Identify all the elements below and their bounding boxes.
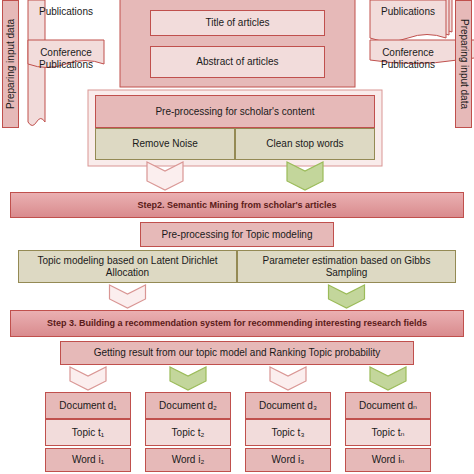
node-label: Parameter estimation based on Gibbs Samp… <box>242 255 451 278</box>
node-label: Word iₙ <box>372 454 405 466</box>
word-box: Word i₃ <box>245 448 331 472</box>
node-label: Document dₙ <box>359 400 417 412</box>
node-label: Word i₃ <box>272 454 305 466</box>
document-stack: Conference Publications <box>370 40 446 84</box>
node-label: Word i₂ <box>172 454 205 466</box>
node-label: Topic modeling based on Latent Dirichlet… <box>23 255 232 278</box>
node-label: Step 3. Building a recommendation system… <box>47 318 427 328</box>
process-box: Remove Noise <box>95 128 235 160</box>
document-box: Document d₃ <box>245 392 331 419</box>
node-label: Title of articles <box>205 17 269 29</box>
chevron-arrow <box>110 285 146 308</box>
topic-box: Topic t₂ <box>145 419 231 446</box>
process-box: Pre-processing for scholar's content <box>95 95 375 128</box>
document-box: Document dₙ <box>345 392 431 419</box>
process-box: Pre-processing for Topic modeling <box>140 222 334 247</box>
node-label: Remove Noise <box>132 138 198 150</box>
document-box: Document d₂ <box>145 392 231 419</box>
stage-bar: Preparing input data <box>455 0 472 128</box>
word-box: Word i₁ <box>45 448 131 472</box>
node-label: Pre-processing for scholar's content <box>155 106 314 118</box>
chevron-arrow <box>287 162 323 190</box>
topic-box: Topic tₙ <box>345 419 431 446</box>
node-label: Topic tₙ <box>372 427 405 439</box>
document-stack: Conference Publications <box>28 40 104 84</box>
document-shape: Publications <box>370 0 446 30</box>
node-label: Publications <box>381 6 435 18</box>
chevron-arrow <box>270 367 306 390</box>
node-label: Topic t₂ <box>172 427 205 439</box>
input-box: Title of articles <box>150 10 325 36</box>
node-label: Document d₂ <box>159 400 217 412</box>
chevron-arrow <box>147 162 183 190</box>
node-label: Topic t₁ <box>72 427 104 439</box>
preprocessing-frame <box>88 90 382 166</box>
node-label: Topic t₃ <box>272 427 305 439</box>
chevron-arrow <box>70 367 106 390</box>
node-label: Abstract of articles <box>196 56 278 68</box>
node-label: Pre-processing for Topic modeling <box>161 229 312 241</box>
node-label: Getting result from our topic model and … <box>94 347 381 359</box>
node-label: Preparing input data <box>458 19 470 109</box>
document-box: Document d₁ <box>45 392 131 419</box>
node-label: Word i₁ <box>72 454 104 466</box>
process-box: Topic modeling based on Latent Dirichlet… <box>18 250 237 283</box>
node-label: Conference Publications <box>376 47 440 70</box>
node-label: Preparing input data <box>5 19 17 109</box>
chevron-arrow <box>370 367 406 390</box>
process-box: Clean stop words <box>235 128 375 160</box>
process-box: Getting result from our topic model and … <box>60 341 414 365</box>
node-label: Conference Publications <box>34 47 98 70</box>
node-label: Clean stop words <box>266 138 343 150</box>
document-shape: Publications <box>28 0 104 30</box>
word-box: Word i₂ <box>145 448 231 472</box>
input-frame <box>120 0 355 87</box>
topic-box: Topic t₃ <box>245 419 331 446</box>
input-box: Abstract of articles <box>150 46 325 78</box>
step-band: Step 3. Building a recommendation system… <box>10 310 464 337</box>
step-band: Step2. Semantic Mining from scholar's ar… <box>10 192 464 218</box>
node-label: Step2. Semantic Mining from scholar's ar… <box>137 200 336 210</box>
document-page <box>370 0 446 42</box>
node-label: Document d₁ <box>59 400 116 412</box>
process-box: Parameter estimation based on Gibbs Samp… <box>237 250 456 283</box>
chevron-arrow <box>170 367 206 390</box>
stage-bar: Preparing input data <box>2 0 19 128</box>
node-label: Publications <box>39 6 93 18</box>
chevron-arrow <box>329 285 365 308</box>
word-box: Word iₙ <box>345 448 431 472</box>
topic-box: Topic t₁ <box>45 419 131 446</box>
node-label: Document d₃ <box>259 400 317 412</box>
